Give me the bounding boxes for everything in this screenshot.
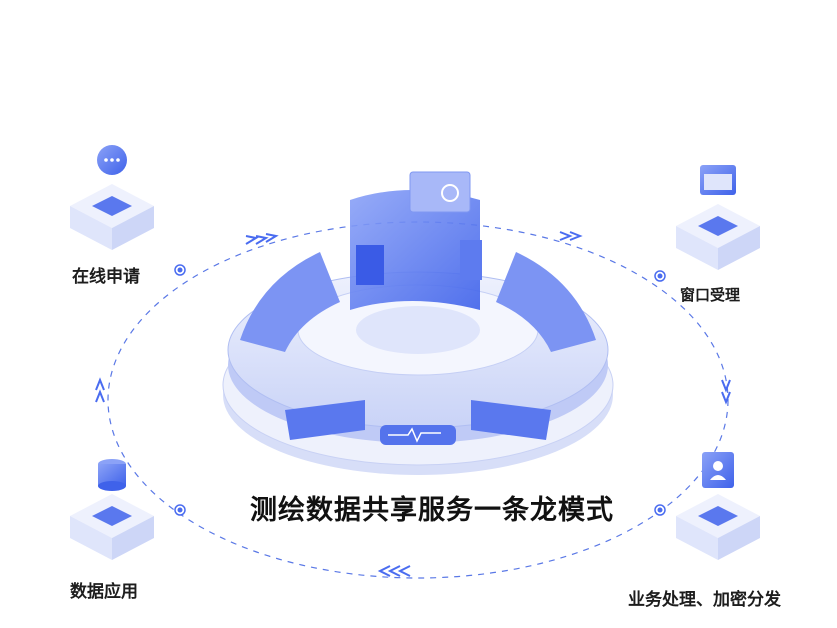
user-card-icon: [676, 452, 760, 560]
step-label-data-use: 数据应用: [70, 582, 138, 602]
central-platform: [222, 171, 614, 475]
database-icon: [70, 459, 154, 560]
step-label-window-accept: 窗口受理: [680, 286, 741, 304]
browser-window-icon: [676, 165, 760, 270]
diagram-title: 测绘数据共享服务一条龙模式: [250, 495, 614, 526]
flow-arrows: [95, 231, 731, 577]
step-label-online-apply: 在线申请: [72, 267, 140, 287]
pulse-icon: [388, 427, 441, 443]
step-label-processing: 业务处理、加密分发: [628, 590, 781, 610]
flow-cycle-path: [107, 221, 729, 579]
pulse-badge: [380, 425, 456, 445]
chat-bubble-icon: [70, 145, 154, 250]
